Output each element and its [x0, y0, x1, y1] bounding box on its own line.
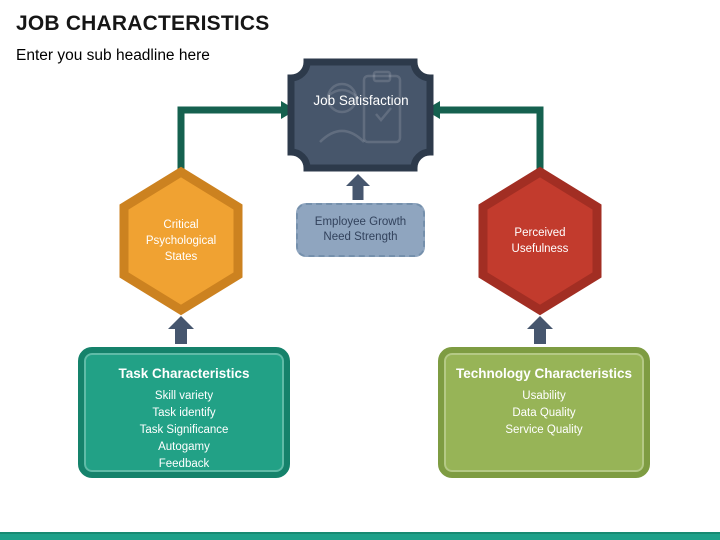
task-characteristics-title: Task Characteristics — [118, 366, 250, 381]
page-subtitle: Enter you sub headline here — [16, 47, 210, 64]
arrow-up-right-icon — [527, 316, 553, 344]
technology-characteristics-title: Technology Characteristics — [455, 366, 633, 381]
technology-characteristics-box: Technology Characteristics Usability Dat… — [438, 347, 650, 478]
technology-item: Service Quality — [505, 424, 583, 436]
critical-states-label: Critical Psychological States — [145, 219, 217, 263]
task-item: Task identify — [152, 407, 216, 419]
perceived-usefulness-hexagon — [478, 166, 602, 316]
critical-states-hexagon — [119, 166, 243, 316]
technology-item: Data Quality — [512, 407, 576, 419]
arrow-up-left-icon — [168, 316, 194, 344]
employee-growth-box: Employee Growth Need Strength — [296, 203, 425, 257]
arrow-left-elbow-icon — [177, 101, 296, 172]
page-title: JOB CHARACTERISTICS — [16, 12, 270, 35]
perceived-usefulness-label: Perceived Usefulness — [511, 227, 569, 255]
employee-growth-label: Employee Growth Need Strength — [314, 216, 407, 243]
task-item: Task Significance — [139, 424, 229, 436]
task-item: Feedback — [158, 458, 210, 470]
job-satisfaction-plaque — [287, 58, 434, 172]
task-characteristics-box: Task Characteristics Skill variety Task … — [78, 347, 290, 478]
technology-item: Usability — [522, 390, 566, 402]
bottom-accent-bar — [0, 532, 720, 540]
arrow-right-elbow-icon — [425, 101, 544, 172]
job-satisfaction-icon — [319, 70, 402, 144]
task-item: Autogamy — [158, 441, 210, 453]
arrow-up-center-icon — [346, 174, 370, 200]
job-satisfaction-label: Job Satisfaction — [313, 93, 409, 108]
task-item: Skill variety — [154, 390, 214, 402]
